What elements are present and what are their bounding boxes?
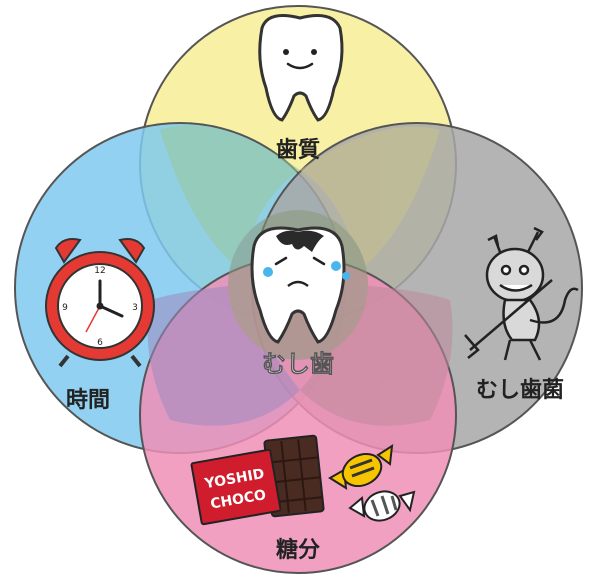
label-tooth-quality: 歯質 xyxy=(276,137,320,163)
label-time: 時間 xyxy=(66,388,110,413)
chocolate-candy-icon: YOSHID CHOCO xyxy=(190,434,416,526)
svg-text:3: 3 xyxy=(132,303,138,313)
germ-devil-icon xyxy=(464,226,579,361)
label-sugar: 糖分 xyxy=(276,537,320,563)
alarm-clock-icon: 12 3 6 9 xyxy=(45,238,155,368)
svg-text:9: 9 xyxy=(62,303,68,313)
svg-text:12: 12 xyxy=(94,266,105,276)
label-cavity: むし歯 xyxy=(262,350,334,378)
label-bacteria: むし歯菌 xyxy=(476,377,564,403)
svg-text:6: 6 xyxy=(97,338,103,348)
crying-decayed-tooth-icon xyxy=(250,226,350,344)
happy-tooth-icon xyxy=(258,14,344,122)
